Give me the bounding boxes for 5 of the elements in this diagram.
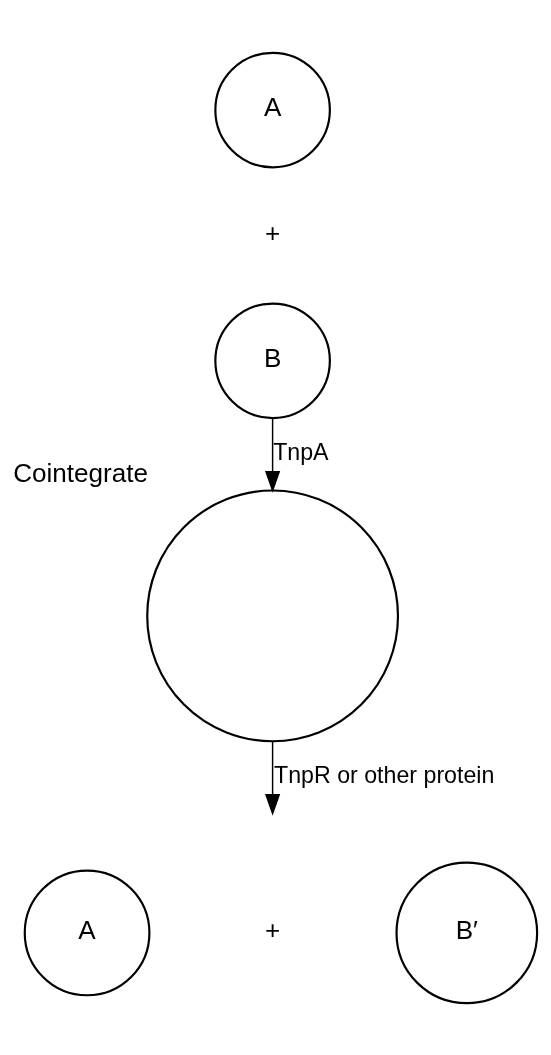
- edge-label: TnpR or other protein: [274, 761, 495, 788]
- node-label: Cointegrate: [13, 457, 148, 488]
- label: +: [264, 914, 281, 945]
- label: +: [264, 217, 281, 248]
- edge-label: TnpA: [273, 438, 329, 465]
